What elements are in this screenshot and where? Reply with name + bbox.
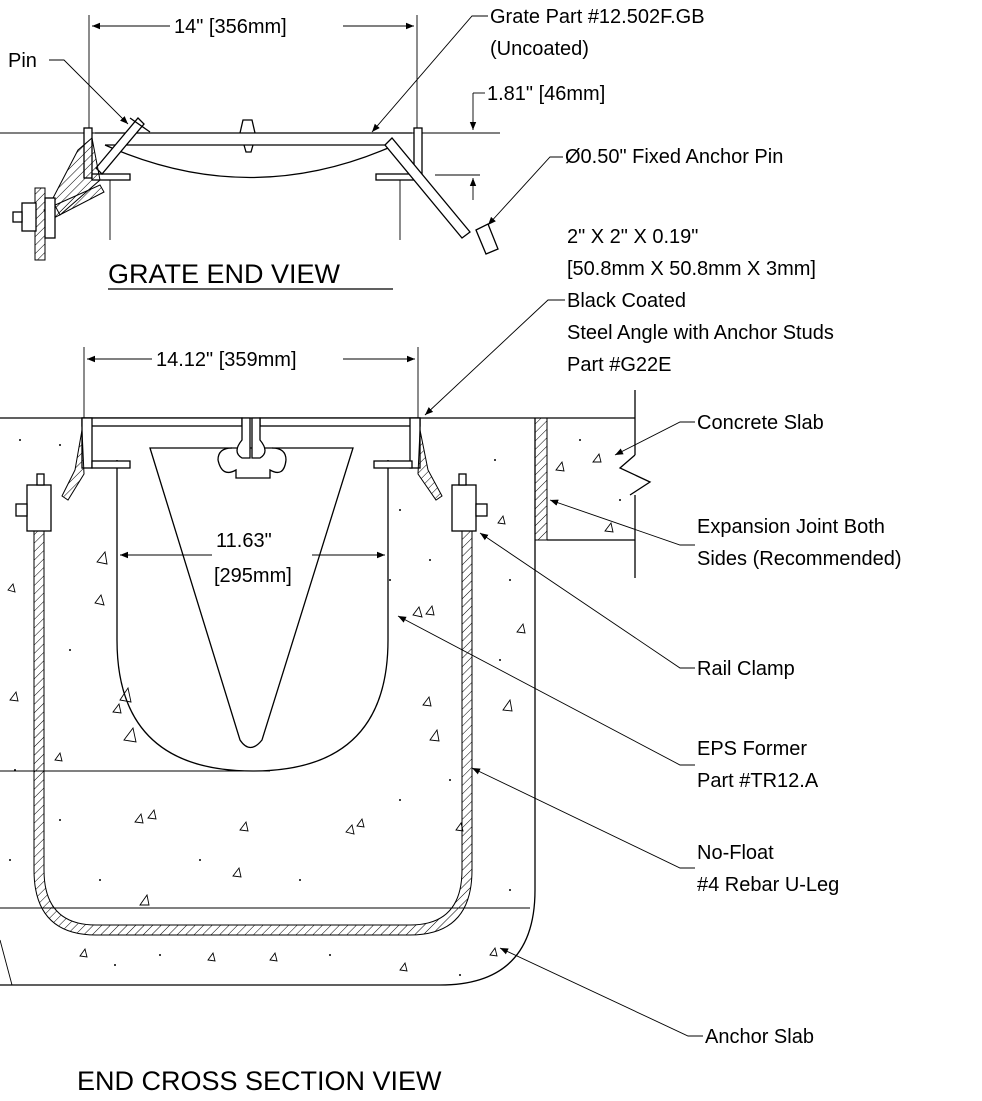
concrete-slab-callout: Concrete Slab	[614, 412, 824, 456]
eps-former	[116, 447, 389, 772]
eps-line2: Part #TR12.A	[697, 770, 819, 792]
grate-left-pin	[12, 117, 151, 261]
expansion-line2: Sides (Recommended)	[697, 548, 902, 570]
grate-part-line2: (Uncoated)	[490, 38, 589, 60]
anchor-slab-callout: Anchor Slab	[499, 947, 814, 1048]
rail-clamp-right	[451, 473, 488, 532]
inner-width-line2: [295mm]	[214, 565, 292, 587]
grate-body	[83, 119, 423, 240]
concrete-slab-label: Concrete Slab	[697, 412, 824, 434]
nofloat-line1: No-Float	[697, 842, 774, 864]
expansion-joint-callout: Expansion Joint Both Sides (Recommended)	[549, 499, 902, 570]
angle-line1: 2" X 2" X 0.19"	[567, 226, 698, 248]
pin-callout: Pin	[8, 50, 129, 125]
grate-width-label: 14" [356mm]	[174, 16, 287, 38]
steel-angle-right	[251, 417, 443, 501]
rail-clamp-left	[15, 473, 52, 532]
grate-end-view-title: GRATE END VIEW	[108, 259, 341, 289]
outer-width-label: 14.12" [359mm]	[156, 349, 297, 371]
grate-right-anchor-pin	[384, 137, 499, 255]
grate-width-dimension: 14" [356mm]	[88, 15, 418, 140]
angle-line2: [50.8mm X 50.8mm X 3mm]	[567, 258, 816, 280]
eps-former-callout: EPS Former Part #TR12.A	[397, 615, 819, 792]
anchor-pin-label: Ø0.50" Fixed Anchor Pin	[565, 146, 783, 168]
grate-height-dimension: 1.81" [46mm]	[469, 83, 605, 200]
expansion-line1: Expansion Joint Both	[697, 516, 885, 538]
eps-line1: EPS Former	[697, 738, 807, 760]
grate-part-line1: Grate Part #12.502F.GB	[490, 6, 705, 28]
end-cross-section-title: END CROSS SECTION VIEW	[77, 1066, 442, 1096]
concrete-dots	[9, 439, 621, 976]
anchor-pin-callout: Ø0.50" Fixed Anchor Pin	[487, 146, 783, 226]
rail-clamp-label: Rail Clamp	[697, 658, 795, 680]
grate-part-callout: Grate Part #12.502F.GB (Uncoated)	[371, 6, 705, 133]
steel-angle-callout: 2" X 2" X 0.19" [50.8mm X 50.8mm X 3mm] …	[424, 226, 834, 416]
rail-clamp-callout: Rail Clamp	[479, 532, 795, 680]
nofloat-line2: #4 Rebar U-Leg	[697, 874, 839, 896]
pin-label: Pin	[8, 50, 37, 72]
angle-line5: Part #G22E	[567, 354, 672, 376]
inner-width-dimension: 11.63" [295mm]	[120, 530, 385, 587]
angle-line3: Black Coated	[567, 290, 686, 312]
concrete-aggregate	[7, 452, 614, 972]
grate-height-label: 1.81" [46mm]	[487, 83, 605, 105]
end-cross-section-view: 14.12" [359mm]	[0, 226, 902, 1096]
rebar-u-leg	[33, 530, 473, 936]
outer-width-dimension: 14.12" [359mm]	[83, 347, 419, 418]
inner-width-line1: 11.63"	[216, 530, 272, 552]
angle-line4: Steel Angle with Anchor Studs	[567, 322, 834, 344]
grate-end-view: 14" [356mm] 1.81" [46mm]	[0, 6, 783, 290]
no-float-callout: No-Float #4 Rebar U-Leg	[471, 767, 839, 896]
steel-angle-left	[61, 417, 251, 501]
anchor-slab-label: Anchor Slab	[705, 1026, 814, 1048]
concrete-encasement	[0, 418, 536, 986]
concrete-slab	[534, 390, 652, 578]
